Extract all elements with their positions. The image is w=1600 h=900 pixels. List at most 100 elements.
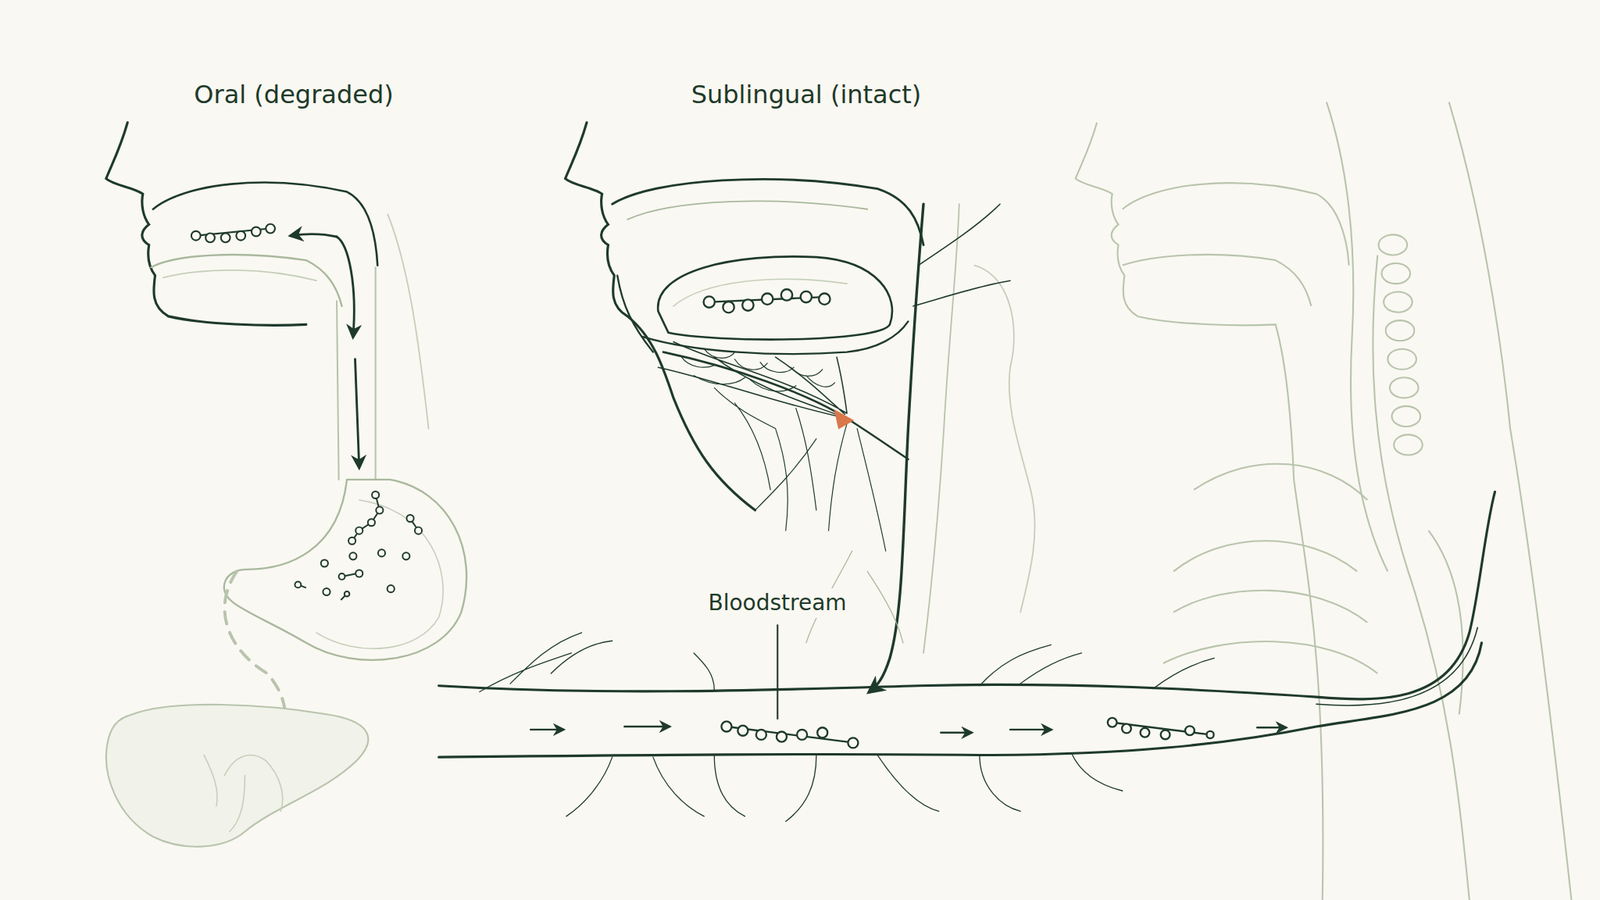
molecule-chain [737, 725, 748, 736]
blood-vessel [439, 492, 1496, 700]
vessel-label: Bloodstream [703, 588, 851, 618]
molecule-fragments [321, 559, 329, 567]
molecule-chain [251, 227, 261, 237]
oral-figure [336, 300, 340, 480]
pale-figure [1326, 102, 1388, 572]
sublingual-figure [627, 200, 868, 219]
blood-vessel [439, 642, 1483, 758]
oral-figure [387, 214, 429, 429]
sublingual-figure [673, 278, 847, 306]
molecule-chain [703, 296, 715, 308]
pale-figure [1075, 102, 1572, 900]
molecule-chain [191, 224, 275, 243]
oral-figure [336, 236, 354, 337]
molecule-fragments [371, 491, 379, 499]
molecule-fragments [406, 514, 414, 522]
pale-figure [1389, 377, 1419, 398]
molecule-fragments [322, 588, 330, 596]
oral-figure [355, 359, 360, 468]
molecule-chain [721, 721, 732, 732]
molecule-fragments [387, 585, 395, 593]
molecule-fragments [348, 537, 356, 545]
pale-figure [1173, 540, 1358, 572]
oral-figure [106, 704, 368, 847]
molecule-fragments [378, 549, 386, 557]
molecule-fragments [339, 573, 346, 580]
molecule-chain [191, 231, 201, 241]
pale-figure [1385, 320, 1415, 341]
sublingual-figure [714, 387, 886, 551]
sublingual-figure [913, 203, 1011, 307]
pale-figure [1193, 464, 1368, 500]
sublingual-figure [869, 203, 924, 692]
pale-figure [1173, 590, 1368, 623]
molecule-fragments [294, 581, 301, 588]
oral-figure [290, 233, 337, 237]
molecule-fragments [349, 552, 357, 560]
molecule-fragments [340, 596, 345, 600]
molecule-chain [721, 717, 1214, 749]
molecule-fragments [414, 527, 422, 535]
panel-heading: Sublingual (intact) [691, 79, 922, 110]
oral-figure [316, 500, 443, 649]
molecule-chain [761, 293, 773, 305]
molecule-chain [781, 289, 793, 300]
molecule-fragments [294, 491, 422, 600]
pale-figure [1381, 263, 1411, 284]
pale-figure [1383, 292, 1413, 313]
pale-figure [1378, 234, 1408, 255]
pale-figure [1449, 102, 1572, 900]
pale-figure [1372, 255, 1469, 900]
oral-figure [150, 254, 342, 307]
sublingual-figure [642, 321, 909, 354]
molecule-fragments [352, 494, 380, 541]
molecule-fragments [402, 552, 410, 560]
molecule-chain [742, 299, 754, 311]
molecule-chain [1185, 725, 1195, 736]
molecule-chain [800, 291, 812, 303]
sublingual-figure [565, 122, 1036, 693]
blood-vessel [1316, 627, 1478, 706]
blood-vessel [530, 728, 564, 731]
molecule-chain [1107, 717, 1118, 728]
oral-figure [163, 270, 317, 281]
molecule-chain [265, 224, 275, 234]
sublingual-figure [834, 410, 854, 429]
sublingual-figure [681, 349, 835, 392]
molecule-chain [235, 231, 246, 241]
sublingual-figure [612, 178, 924, 245]
molecule-fragments [355, 569, 363, 577]
blood-vessel [1257, 726, 1286, 729]
pale-figure [1392, 406, 1422, 427]
blood-vessel [479, 632, 1215, 693]
molecule-chain [205, 232, 215, 243]
molecule-fragments [344, 591, 350, 597]
oral-figure [106, 122, 307, 326]
molecule-fragments [367, 518, 375, 526]
pale-figure [1122, 254, 1312, 307]
blood-vessel [1010, 728, 1051, 731]
pale-figure [1122, 182, 1350, 265]
sublingual-figure [974, 265, 1035, 613]
pale-figure [1387, 349, 1417, 370]
molecule-chain [1121, 724, 1132, 734]
leader-line [776, 624, 779, 719]
pale-figure [1163, 641, 1378, 674]
pale-figure [1393, 434, 1423, 455]
molecule-chain [817, 727, 828, 738]
sublingual-figure [663, 352, 908, 460]
oral-figure [375, 267, 377, 480]
molecule-chain [722, 301, 734, 313]
molecule-chain [847, 737, 858, 748]
sublingual-figure [657, 256, 893, 340]
molecule-chain [756, 729, 767, 740]
molecule-chain [221, 232, 231, 243]
panel-heading: Oral (degraded) [193, 79, 393, 110]
oral-figure [106, 122, 467, 847]
molecule-chain [796, 729, 808, 740]
sublingual-figure [923, 203, 960, 654]
molecule-fragments [355, 527, 363, 535]
molecule-chain [1140, 728, 1150, 738]
